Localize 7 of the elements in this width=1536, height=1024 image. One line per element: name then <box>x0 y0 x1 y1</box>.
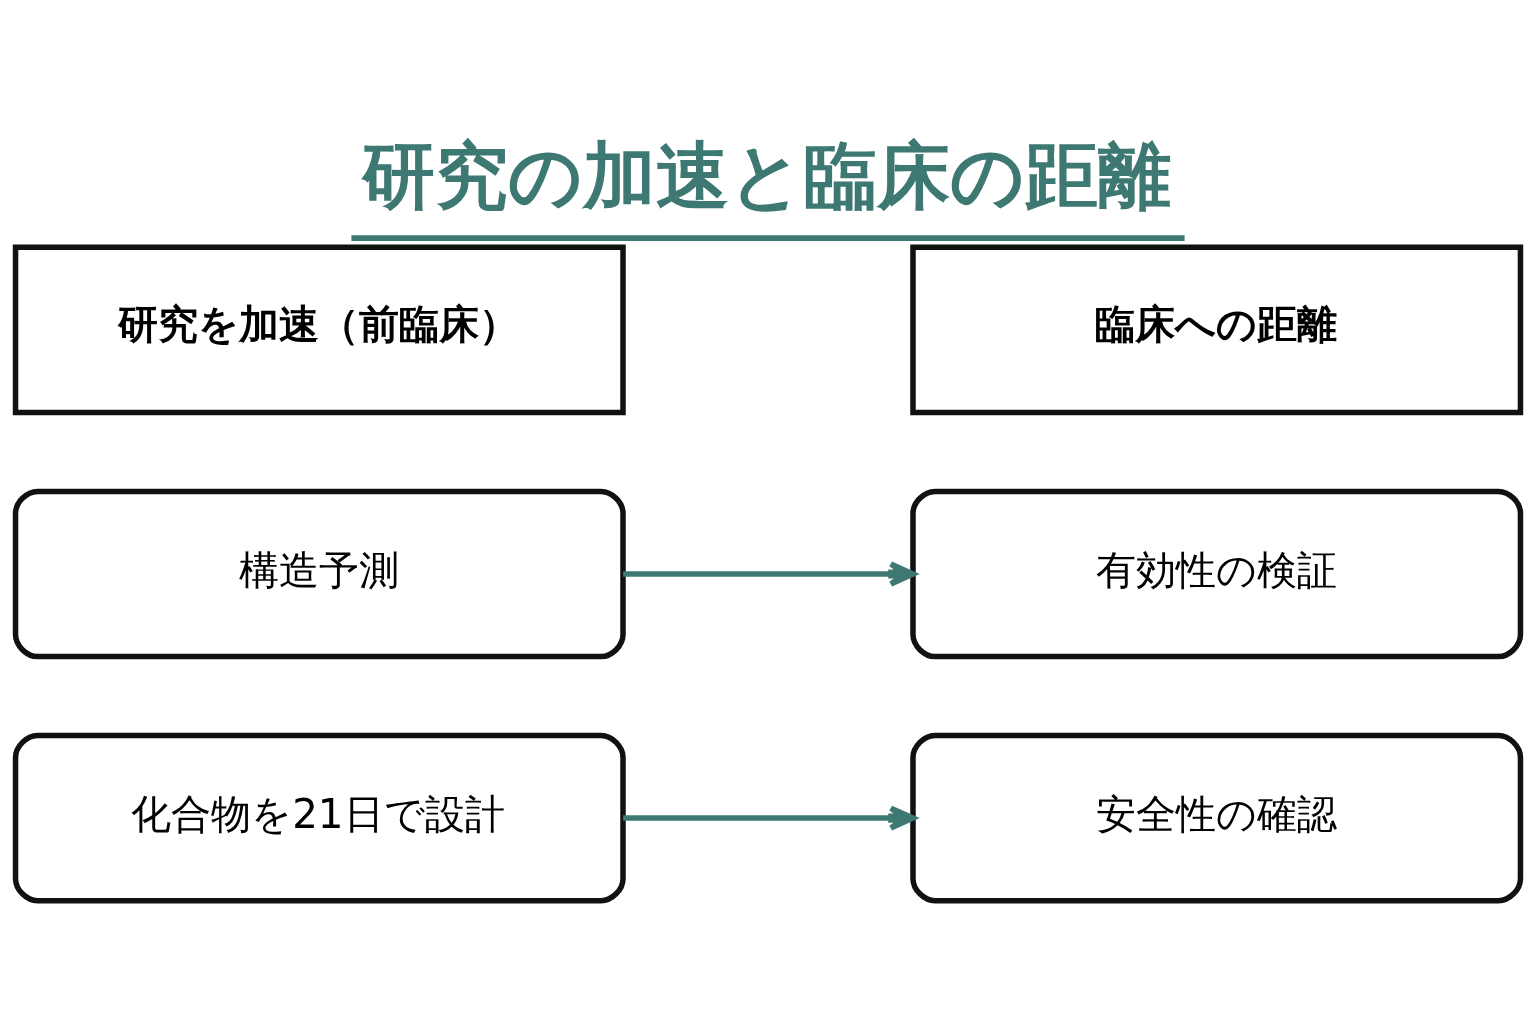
node-box: 研究を加速（前臨床） <box>12 244 626 415</box>
node-box: 化合物を21日で設計 <box>12 732 626 903</box>
node-box: 臨床への距離 <box>910 244 1524 415</box>
node-box: 有効性の検証 <box>910 488 1524 659</box>
diagram-title: 研究の加速と臨床の距離 <box>362 132 1172 217</box>
node-box: 安全性の確認 <box>910 732 1524 903</box>
node-box: 構造予測 <box>12 488 626 659</box>
